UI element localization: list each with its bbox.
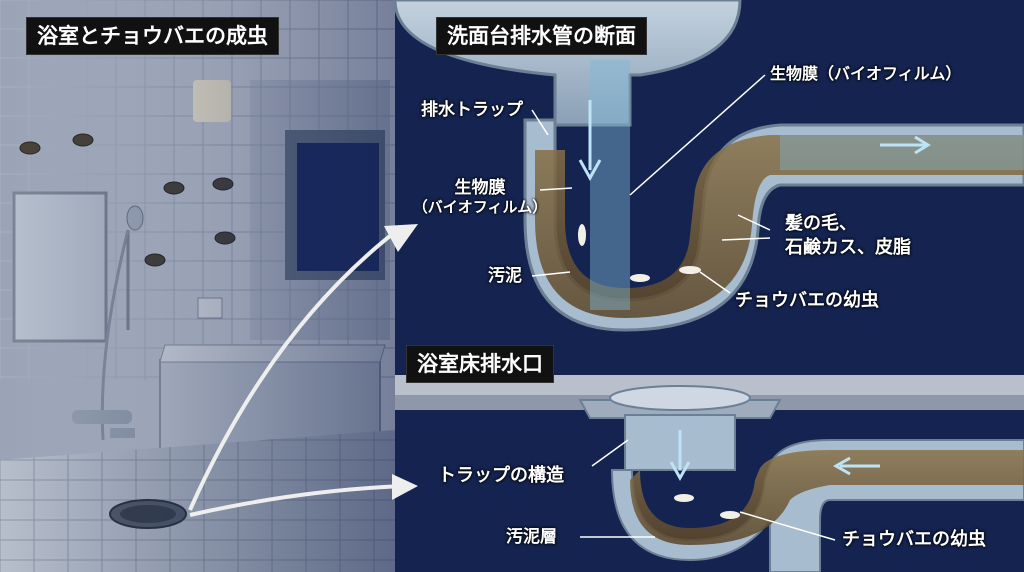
biofilm-left-label-1: 生物膜: [454, 178, 506, 198]
pointer-arrows: [188, 224, 418, 517]
floor-larvae-label: チョウバエの幼虫: [842, 529, 986, 550]
floor-drain-title: 浴室床排水口: [406, 345, 554, 383]
sludge-layer-label: 汚泥層: [506, 527, 557, 547]
biofilm-top-label: 生物膜（バイオフィルム）: [770, 64, 962, 83]
sludge-label: 汚泥: [488, 266, 522, 286]
bathroom-scene: [0, 0, 395, 572]
sink-larvae-label: チョウバエの幼虫: [735, 290, 879, 311]
trap-label: 排水トラップ: [421, 100, 523, 120]
leader-lines: [531, 74, 836, 541]
sink-title: 洗面台排水管の断面: [436, 17, 647, 55]
biofilm-left-label-2: （バイオフィルム）: [412, 198, 548, 216]
trap-structure-label: トラップの構造: [438, 465, 564, 486]
hair-label-1: 髪の毛、: [785, 213, 857, 234]
floor-drain-cross-section: [395, 375, 1024, 572]
bathroom-title: 浴室とチョウバエの成虫: [26, 17, 279, 55]
hair-label-2: 石鹸カス、皮脂: [785, 237, 911, 258]
